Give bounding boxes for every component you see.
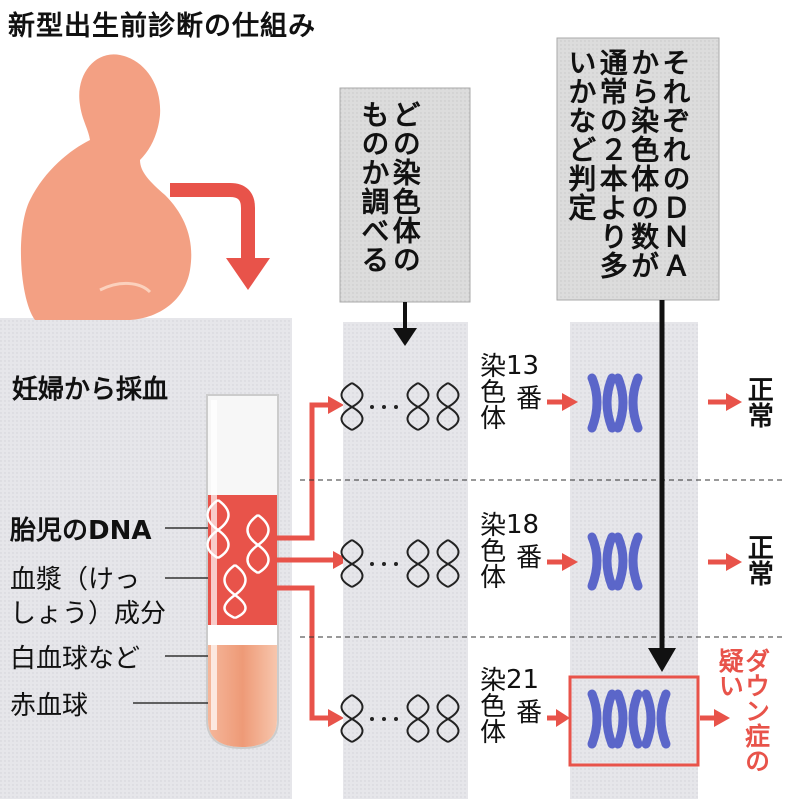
step1-line-2: ものか調べる	[357, 100, 391, 274]
dna-fragments	[340, 382, 460, 743]
fetal-dna-label: 胎児のDNA	[10, 516, 152, 546]
result-13: 正常	[743, 376, 774, 428]
chromosome-word: 染色体	[475, 666, 506, 744]
arrow-down-icon	[393, 328, 417, 346]
arrow-down-icon	[648, 648, 676, 672]
chromosome-suffix: 番	[511, 384, 542, 410]
step2-line-1: それぞれのＤＮＡ	[658, 48, 692, 280]
chromosome-21-label: 21 染色体 番	[476, 666, 546, 776]
pregnant-woman-icon	[20, 54, 192, 321]
chromosome-icons	[587, 373, 671, 749]
step2-box	[556, 37, 720, 301]
plasma-label-line1: 血漿（けっ	[10, 565, 141, 595]
chromosome-13-label: 13 染色体 番	[476, 352, 546, 462]
step2-text: それぞれのＤＮＡ から染色体の数が 通常の２本より多 いかなど判定	[564, 48, 692, 296]
diagram-title: 新型出生前診断の仕組み	[8, 11, 316, 42]
test-tube-icon	[206, 394, 279, 750]
step2-line-4: いかなど判定	[564, 48, 598, 222]
step1-line-1: どの染色体の	[388, 100, 422, 274]
chromosome-suffix: 番	[511, 698, 542, 724]
chromosome-number: 18	[506, 510, 540, 540]
down-arrow-icon	[170, 183, 255, 262]
blood-draw-label: 妊婦から採血	[12, 375, 169, 405]
rbc-label: 赤血球	[10, 691, 89, 721]
result-21: ダウン症の疑い	[715, 648, 771, 773]
step2-line-3: 通常の２本より多	[595, 48, 629, 280]
chromosome-number: 13	[506, 351, 540, 381]
chromosome-suffix: 番	[511, 543, 542, 569]
chromosome-number: 21	[506, 665, 540, 695]
chromosome-word: 染色体	[475, 511, 506, 589]
step1-text: どの染色体の ものか調べる	[357, 100, 422, 296]
wbc-label: 白血球など	[10, 644, 141, 674]
step1-box	[339, 87, 471, 303]
plasma-label-line2: しょう）成分	[10, 599, 167, 629]
step2-line-2: から染色体の数が	[627, 48, 661, 280]
trisomy-highlight-box	[568, 675, 700, 767]
chromosome-word: 染色体	[475, 352, 506, 430]
result-18: 正常	[743, 534, 774, 586]
chromosome-18-label: 18 染色体 番	[476, 511, 546, 621]
